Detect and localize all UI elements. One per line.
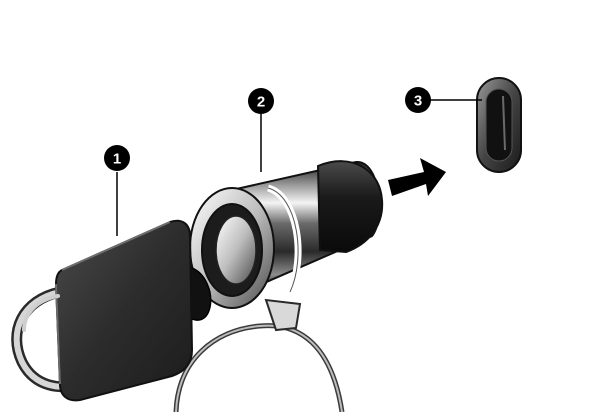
cable [176, 326, 342, 412]
callout-3-number: 3 [414, 93, 422, 110]
key-head [56, 221, 192, 401]
security-cable-slot [477, 78, 521, 172]
insert-direction-arrow [388, 158, 446, 196]
lock-barrel [190, 161, 382, 308]
callout-2-number: 2 [257, 94, 265, 111]
lock-end-cap [318, 161, 382, 252]
callout-1: 1 [104, 145, 130, 171]
callout-2: 2 [248, 88, 274, 114]
callout-3: 3 [405, 87, 431, 113]
callout-1-number: 1 [113, 151, 121, 168]
